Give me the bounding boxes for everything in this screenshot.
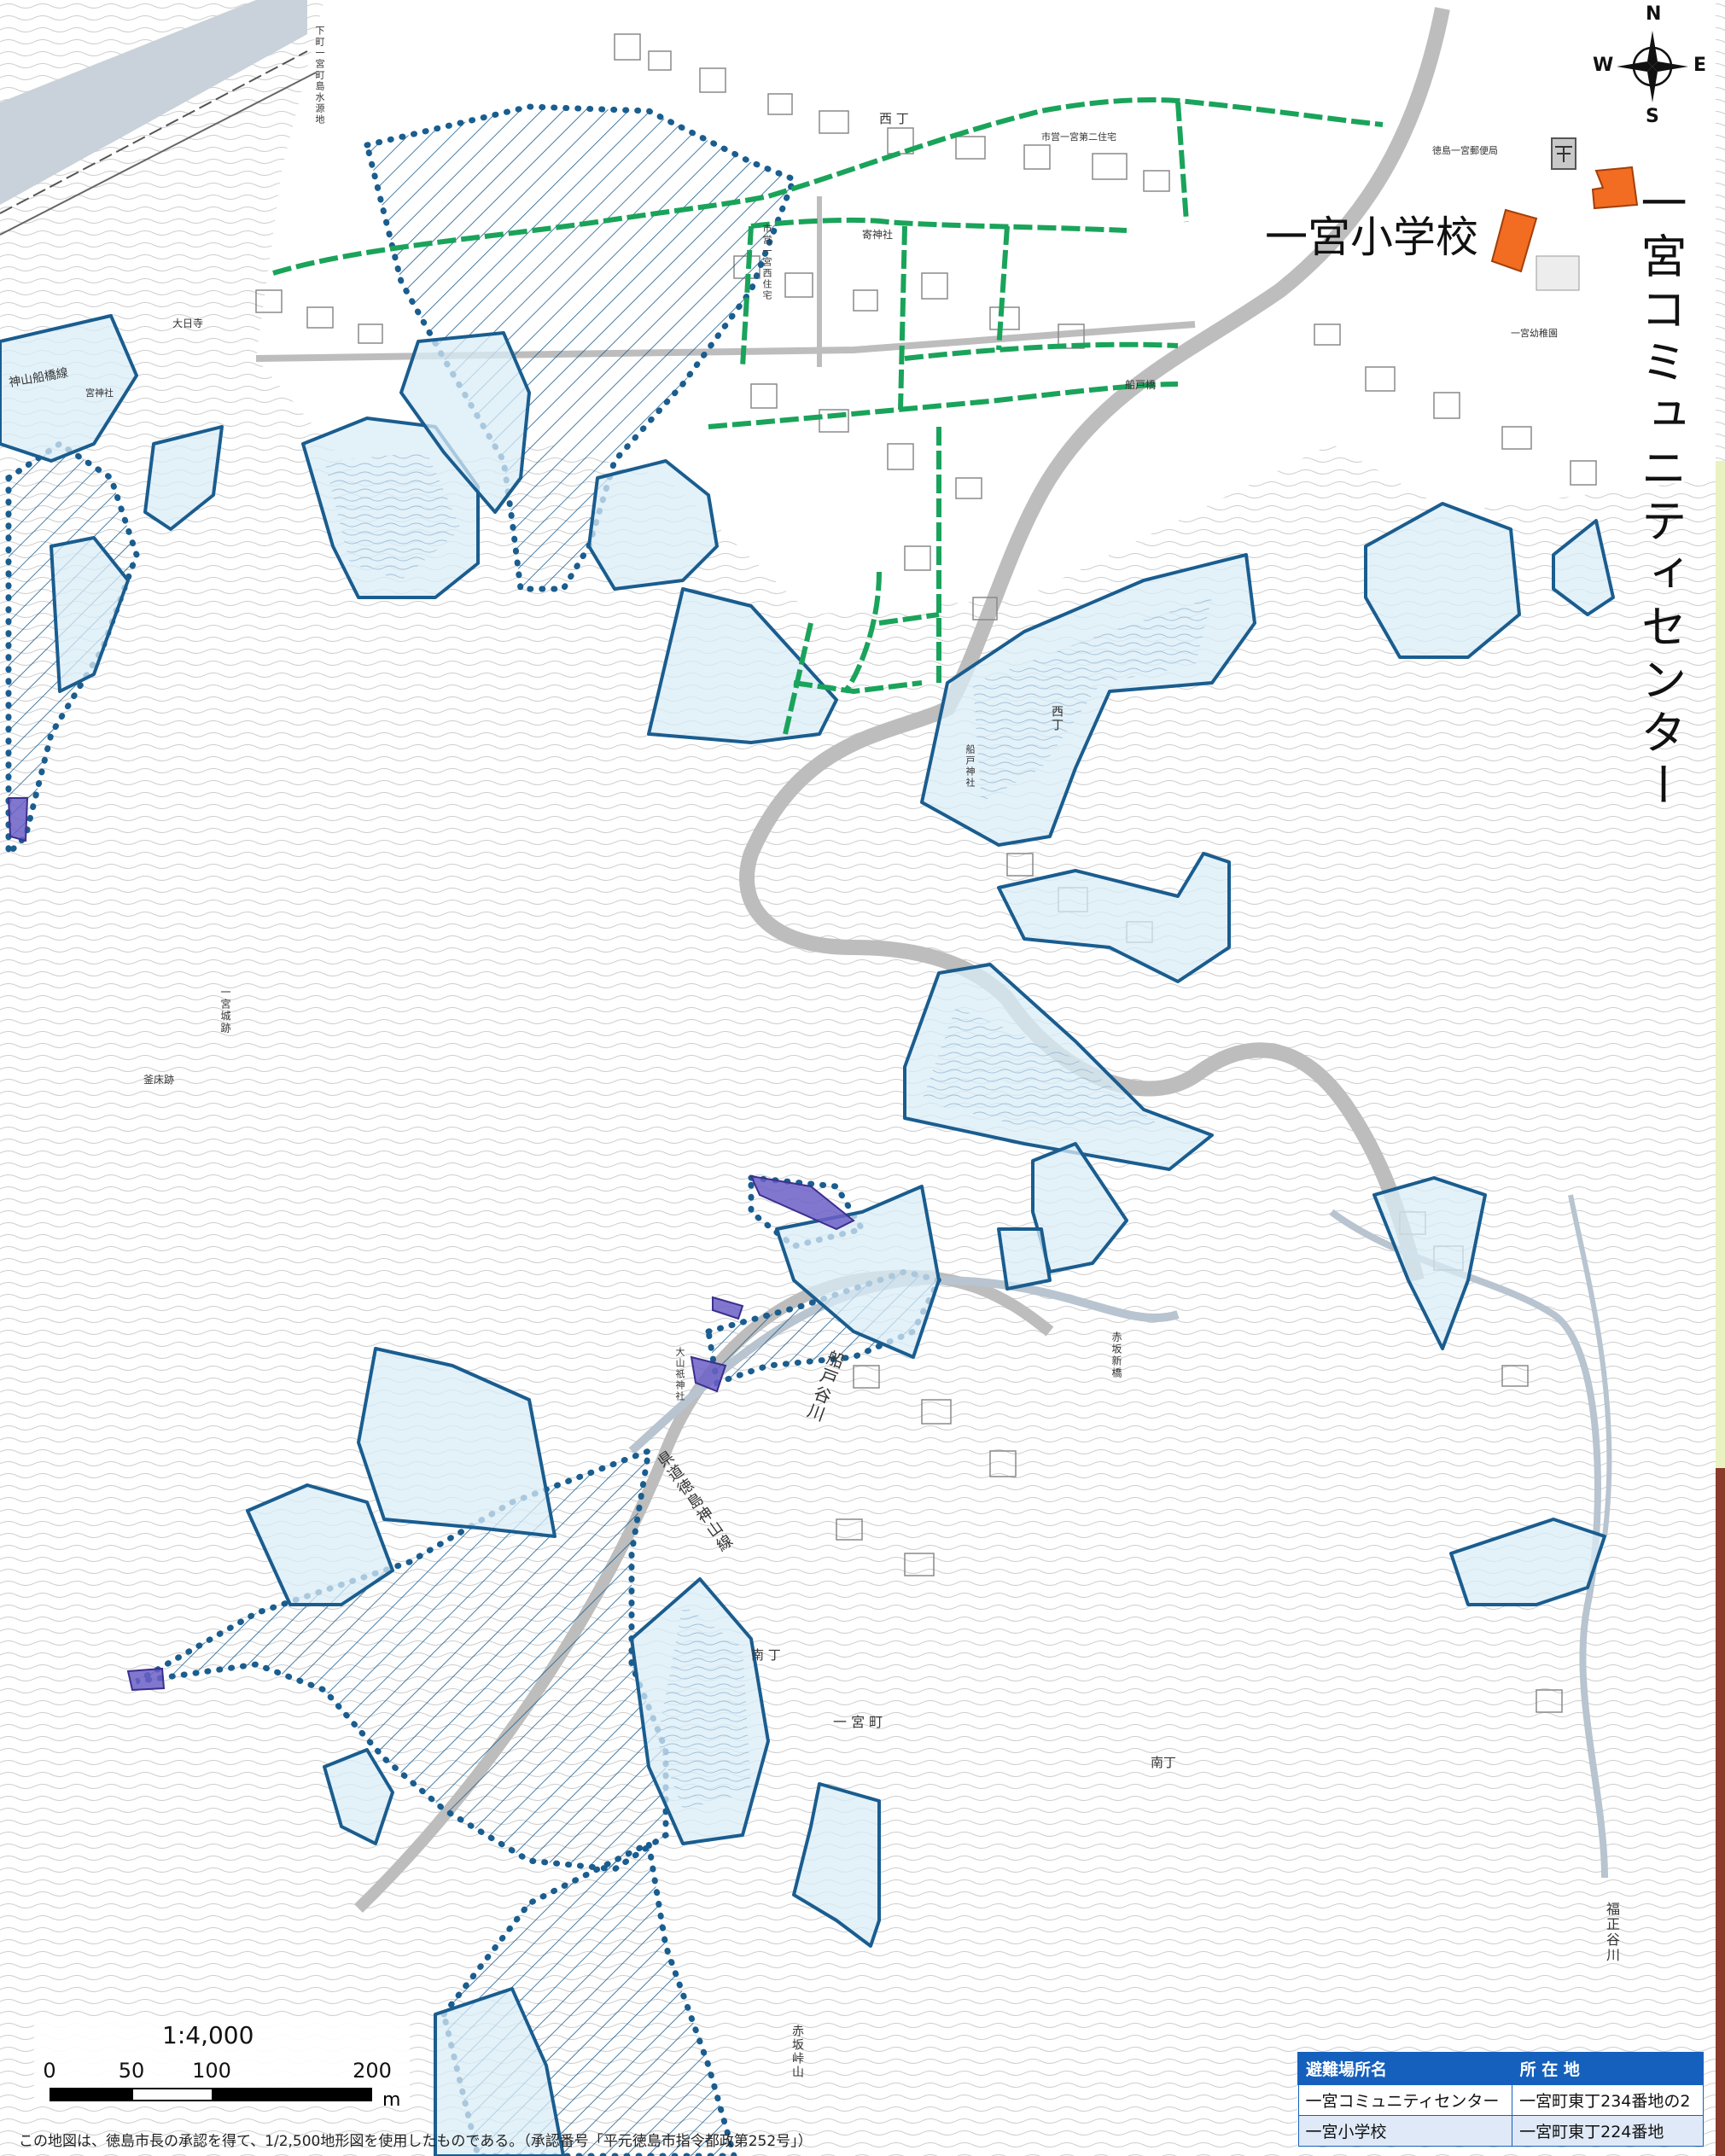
label-nishicho-2: 西丁 [1050, 705, 1064, 732]
dotted-zone-south [135, 1446, 669, 1873]
scale-tick-0: 0 [43, 2059, 56, 2083]
evacuation-routes [272, 97, 1384, 735]
dotted-zone-north [363, 103, 798, 592]
fukusho-stream [1568, 1194, 1612, 1537]
rail-line [0, 72, 317, 236]
label-post-office: 徳島一宮郵便局 [1432, 145, 1498, 156]
label-tenjinsha: 宮神社 [85, 387, 114, 399]
label-nishicho: 西 丁 [879, 111, 909, 126]
label-dainichiji: 大日寺 [172, 318, 204, 329]
buildings [255, 33, 1597, 1713]
label-minamicho-2: 南丁 [1151, 1755, 1177, 1770]
label-kindergarten: 一宮幼稚園 [1511, 328, 1558, 339]
steep-slope-contours [324, 452, 1212, 1809]
scale-tick-50: 50 [118, 2059, 145, 2083]
community-center-title: 一宮コミュニティセンター [1633, 179, 1687, 814]
scale-segment-1 [50, 2088, 131, 2101]
label-oyamazumi-shrine: 大山祇神社 [674, 1347, 685, 1402]
school-building [1490, 208, 1538, 273]
page-edge-tab-2 [1716, 1468, 1725, 2156]
scale-unit: m [382, 2089, 401, 2111]
label-kamaya: 釜床跡 [143, 1074, 175, 1086]
map-credit: この地図は、徳島市長の承認を得て、1/2,500地形図を使用したものである。（承… [19, 2133, 813, 2150]
compass-e: E [1693, 55, 1707, 76]
legend-cell: 一宮コミュニティセンター [1297, 2083, 1513, 2116]
scale-segment-2 [131, 2088, 213, 2101]
label-akasaka-mt: 赤坂峠山 [790, 2025, 804, 2079]
label-water-plant: 下町一宮町島水源地 [314, 26, 325, 125]
label-ichinomiya-castle: 一宮城跡 [219, 987, 231, 1034]
legend-cell: 一宮町東丁234番地の2 [1512, 2083, 1704, 2116]
label-ichinomiyacho: 一 宮 町 [833, 1714, 883, 1730]
scale-bar: 1:4,000 0 50 100 200 m [34, 2021, 410, 2111]
compass-w: W [1593, 55, 1614, 76]
label-housing: 市営一宮第二住宅 [1041, 131, 1116, 143]
scale-segment-3 [213, 2088, 372, 2101]
river-bank [0, 50, 308, 214]
compass-s: S [1646, 106, 1659, 127]
post-office-glyph [1555, 146, 1572, 162]
page-edge-tab [1716, 461, 1725, 1468]
label-yorigami: 寄神社 [862, 229, 894, 241]
scale-tick-200: 200 [353, 2059, 392, 2083]
scale-tick-100: 100 [192, 2059, 231, 2083]
community-center-building [1591, 166, 1639, 210]
scale-ratio: 1:4,000 [162, 2021, 254, 2049]
label-funato-bridge: 船戸橋 [1125, 379, 1157, 391]
legend-header-name: 避難場所名 [1297, 2052, 1513, 2085]
legend-header-address: 所 在 地 [1511, 2052, 1705, 2085]
river-top [0, 0, 307, 205]
label-fukusho-river: 福正谷川 [1604, 1902, 1620, 1963]
evacuation-site-table: 避難場所名 所 在 地 一宮コミュニティセンター 一宮町東丁234番地の2 一宮… [1297, 2052, 1705, 2147]
legend-cell: 一宮町東丁224番地 [1512, 2115, 1704, 2147]
special-zones [7, 797, 855, 1692]
legend-cell: 一宮小学校 [1297, 2115, 1513, 2147]
school-title: 一宮小学校 [1265, 213, 1478, 262]
label-funato-shrine: 船戸神社 [964, 744, 976, 789]
school-ground [1536, 255, 1580, 291]
compass-n: N [1646, 3, 1662, 25]
label-minamicho: 南 丁 [751, 1647, 781, 1663]
north-arrow-icon [1617, 31, 1688, 102]
label-housing-2: 市営一宮西住宅 [761, 224, 772, 301]
label-akasaka-bridge: 赤坂新橋 [1110, 1331, 1122, 1379]
main-road [739, 7, 1450, 1283]
